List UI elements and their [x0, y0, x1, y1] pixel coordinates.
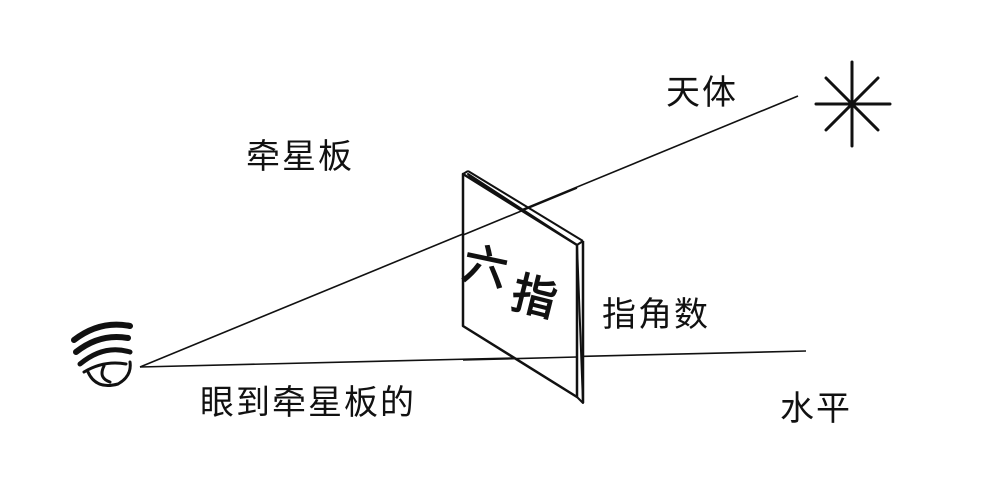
star-icon	[814, 60, 892, 148]
horizon-label: 水平	[780, 389, 852, 429]
eye-to-board-label: 眼到牵星板的	[200, 383, 416, 423]
horizon-line-over-board	[462, 356, 578, 361]
sight-line-over-board	[462, 187, 578, 236]
board-text-six: 六	[458, 237, 512, 298]
pointing-angle-label: 指角数	[602, 295, 710, 335]
star-board	[461, 170, 585, 404]
star-board-label: 牵星板	[246, 137, 354, 177]
celestial-body-label: 天体	[666, 73, 738, 113]
eye-icon	[71, 321, 133, 387]
